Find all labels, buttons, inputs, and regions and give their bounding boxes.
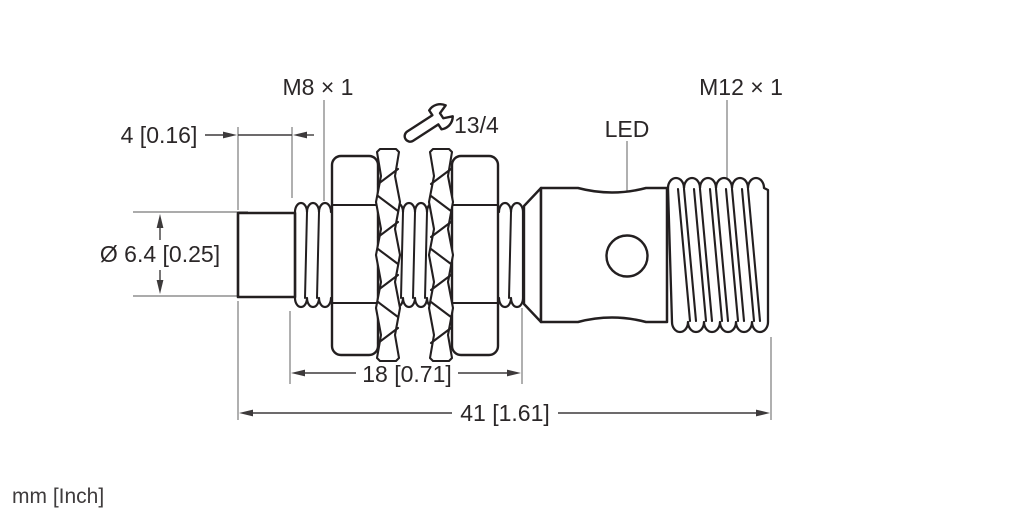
dim-thread-length-text: 18 [0.71] (362, 361, 452, 387)
wrench-icon (403, 103, 454, 143)
arrowhead (239, 409, 253, 417)
arrowhead (756, 409, 770, 417)
sensor-tip (236, 211, 297, 299)
dim-tip-diameter (156, 214, 164, 294)
m12-thread-label: M12 × 1 (699, 74, 783, 100)
m8-thread-flanks (304, 211, 512, 299)
arrowhead (293, 131, 307, 139)
led-label: LED (605, 116, 650, 142)
arrowhead (291, 369, 305, 377)
sensor-body (236, 147, 770, 363)
arrowhead (156, 280, 164, 294)
units-footnote: mm [Inch] (12, 485, 104, 508)
dim-thread-length (291, 369, 521, 377)
lock-washer-front (374, 147, 402, 363)
led-indicator (605, 234, 649, 278)
dim-overall-length (239, 409, 770, 417)
dim-tip-length (205, 131, 314, 139)
m12-thread-section (666, 176, 770, 334)
dimension-lines (156, 131, 770, 417)
wrench-size-label: 13/4 (454, 112, 499, 138)
housing (539, 186, 669, 324)
dim-tip-length-text: 4 [0.16] (121, 122, 198, 148)
m12-thread-flanks (676, 187, 762, 323)
dim-overall-length-text: 41 [1.61] (460, 400, 550, 426)
dim-tip-diameter-text: Ø 6.4 [0.25] (100, 241, 220, 267)
m8-thread-label: M8 × 1 (283, 74, 354, 100)
construction-lines (133, 100, 772, 420)
arrowhead (156, 214, 164, 228)
drawing-labels: M8 × 1 M12 × 1 LED 13/4 4 [0.16] Ø 6.4 [… (12, 74, 783, 508)
lock-washer-rear (427, 147, 455, 363)
hex-nut-rear (450, 154, 500, 357)
hex-nut-front (330, 154, 380, 357)
arrowhead (507, 369, 521, 377)
chamfer-transition (522, 186, 543, 324)
arrowhead (223, 131, 237, 139)
